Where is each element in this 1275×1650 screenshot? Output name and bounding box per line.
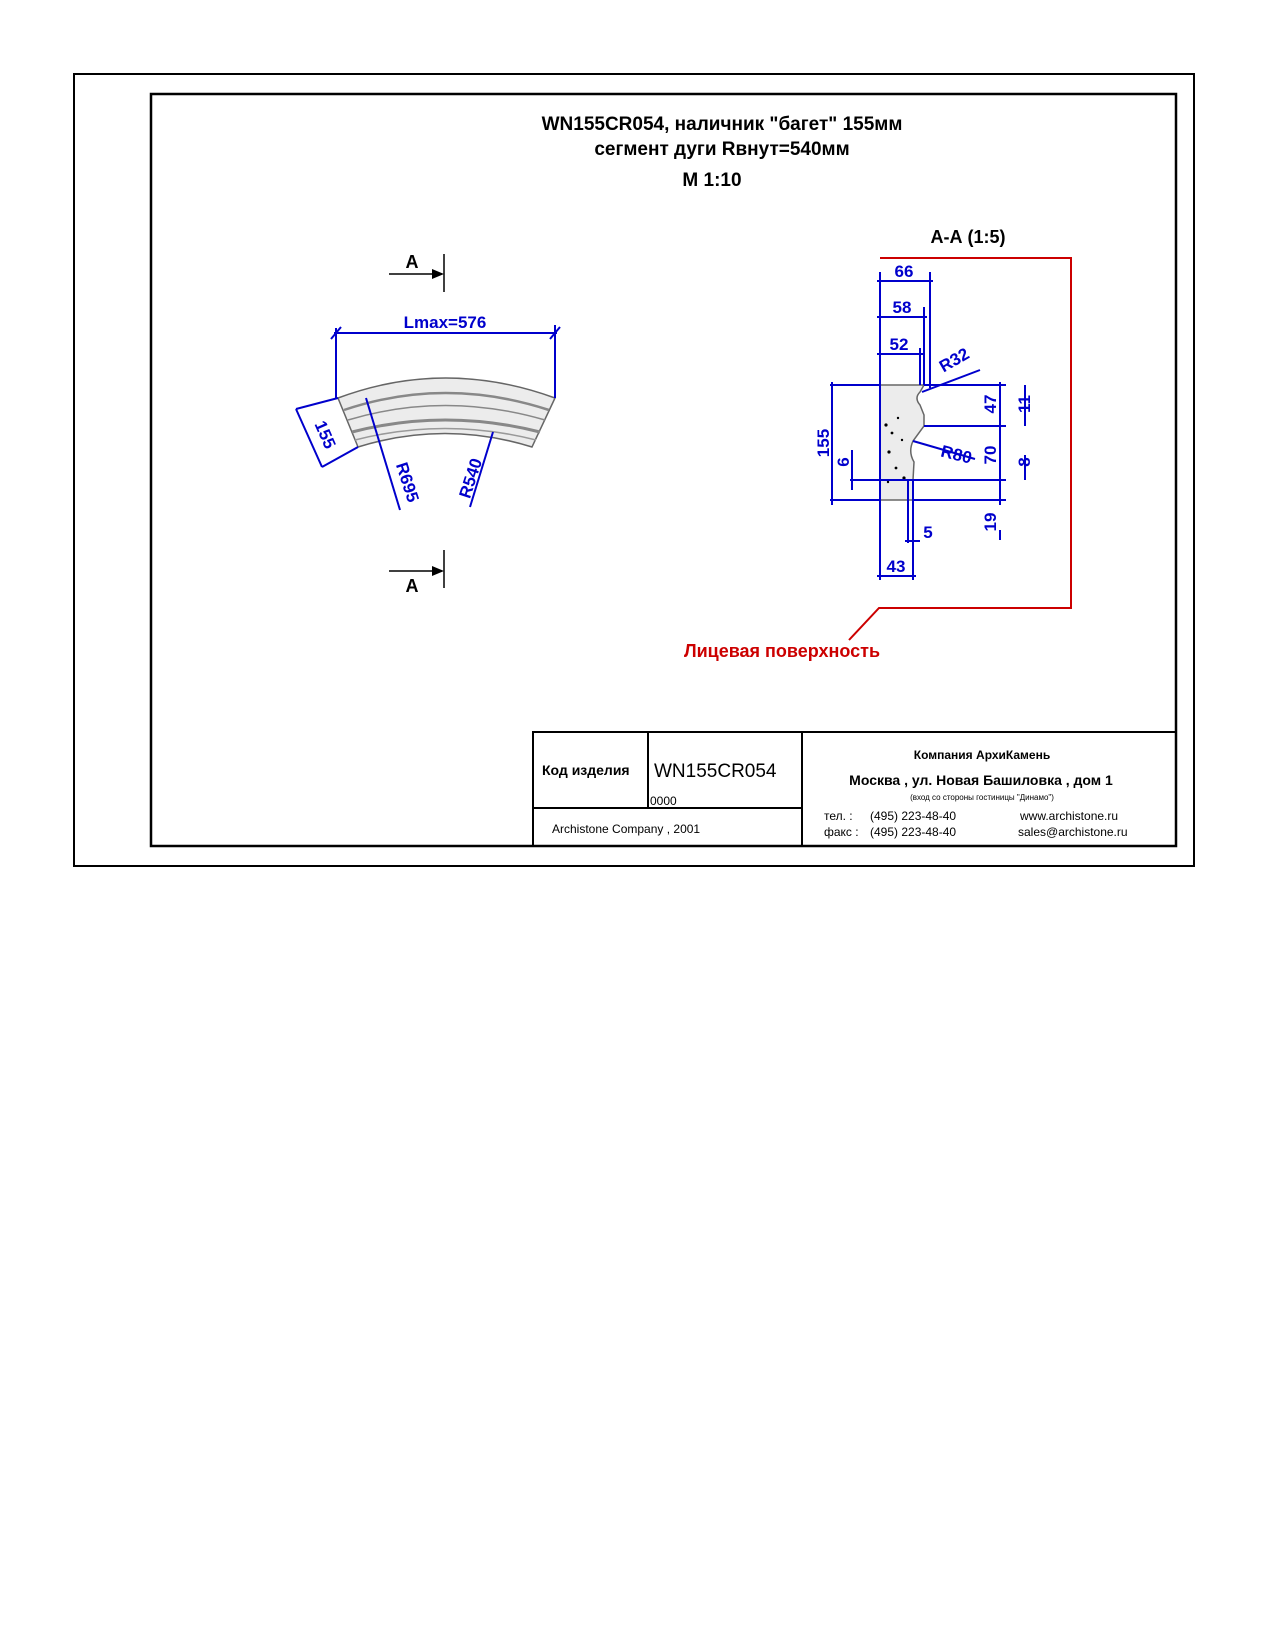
dim-tick — [330, 326, 342, 340]
section-title: А-А (1:5) — [931, 227, 1006, 247]
dim-70: 70 — [981, 446, 1000, 465]
dim-line-r540 — [469, 431, 494, 508]
title-line2: сегмент дуги Rвнут=540мм — [594, 139, 849, 160]
plan-view: А А Lmax=576 155 R695 R540 — [295, 252, 561, 596]
hatch-dot — [896, 416, 900, 420]
dim-line-r32 — [921, 369, 981, 393]
hatch-dot — [902, 476, 906, 480]
company-name: Компания АрхиКамень — [914, 748, 1050, 762]
hatch-dot — [886, 480, 890, 484]
address-note: (вход со стороны гостиницы "Динамо") — [910, 793, 1054, 802]
dim-r32: R32 — [936, 344, 973, 376]
copyright: Archistone Company , 2001 — [552, 822, 700, 836]
website-link[interactable]: www.archistone.ru — [1019, 809, 1118, 823]
title-line1: WN155CR054, наличник "багет" 155мм — [542, 114, 903, 135]
dim-inner-radius: R540 — [455, 456, 486, 501]
dim-52: 52 — [890, 335, 909, 354]
dim-r80: R80 — [939, 442, 974, 468]
dim-line-r695 — [365, 397, 401, 511]
hatch-dot — [884, 423, 888, 427]
arrowhead-top-icon — [432, 269, 444, 279]
dim-8: 8 — [1015, 457, 1034, 466]
dim-58: 58 — [893, 298, 912, 317]
hatch-dot — [890, 431, 894, 435]
dim-6: 6 — [834, 457, 853, 466]
dim-66: 66 — [895, 262, 914, 281]
face-surface-bracket — [848, 257, 1072, 641]
dim-line-width — [295, 408, 323, 468]
scale-label: М 1:10 — [682, 170, 741, 191]
section-marker-top: А — [406, 252, 419, 272]
dim-length: Lmax=576 — [404, 313, 487, 332]
inner-frame — [149, 92, 1178, 848]
product-code-label: Код изделия — [542, 762, 630, 778]
dim-5: 5 — [923, 523, 932, 542]
section-marker-bottom: А — [406, 576, 419, 596]
dim-width: 155 — [311, 418, 340, 452]
ext-line — [321, 446, 359, 468]
face-surface-label: Лицевая поверхность — [684, 641, 880, 661]
dim-line-r80 — [912, 440, 976, 460]
section-view: А-А (1:5) Лицевая поверхность 66 58 52 R… — [684, 227, 1072, 661]
ext-line — [295, 397, 339, 410]
hatch-dot — [894, 466, 898, 470]
product-code-sub: 0000 — [650, 794, 677, 808]
fax-number: (495) 223-48-40 — [870, 825, 956, 839]
dim-47: 47 — [981, 395, 1000, 414]
phone-label: тел. : — [824, 809, 853, 823]
dim-155: 155 — [814, 429, 833, 457]
fax-label: факс : — [824, 825, 859, 839]
title-block-frame — [532, 731, 1177, 847]
dim-19: 19 — [981, 513, 1000, 532]
hatch-dot — [887, 450, 891, 454]
email-link[interactable]: sales@archistone.ru — [1018, 825, 1128, 839]
dim-tick — [549, 326, 561, 340]
hatch-dot — [900, 438, 904, 442]
product-code-value: WN155CR054 — [654, 761, 777, 782]
title-block: Код изделия WN155CR054 0000 Archistone C… — [532, 731, 1177, 847]
company-address: Москва , ул. Новая Башиловка , дом 1 — [849, 772, 1113, 788]
dim-11: 11 — [1015, 395, 1034, 413]
phone-number: (495) 223-48-40 — [870, 809, 956, 823]
profile-line — [343, 391, 550, 412]
outer-frame — [73, 73, 1195, 867]
arrowhead-bottom-icon — [432, 566, 444, 576]
dim-43: 43 — [887, 557, 906, 576]
